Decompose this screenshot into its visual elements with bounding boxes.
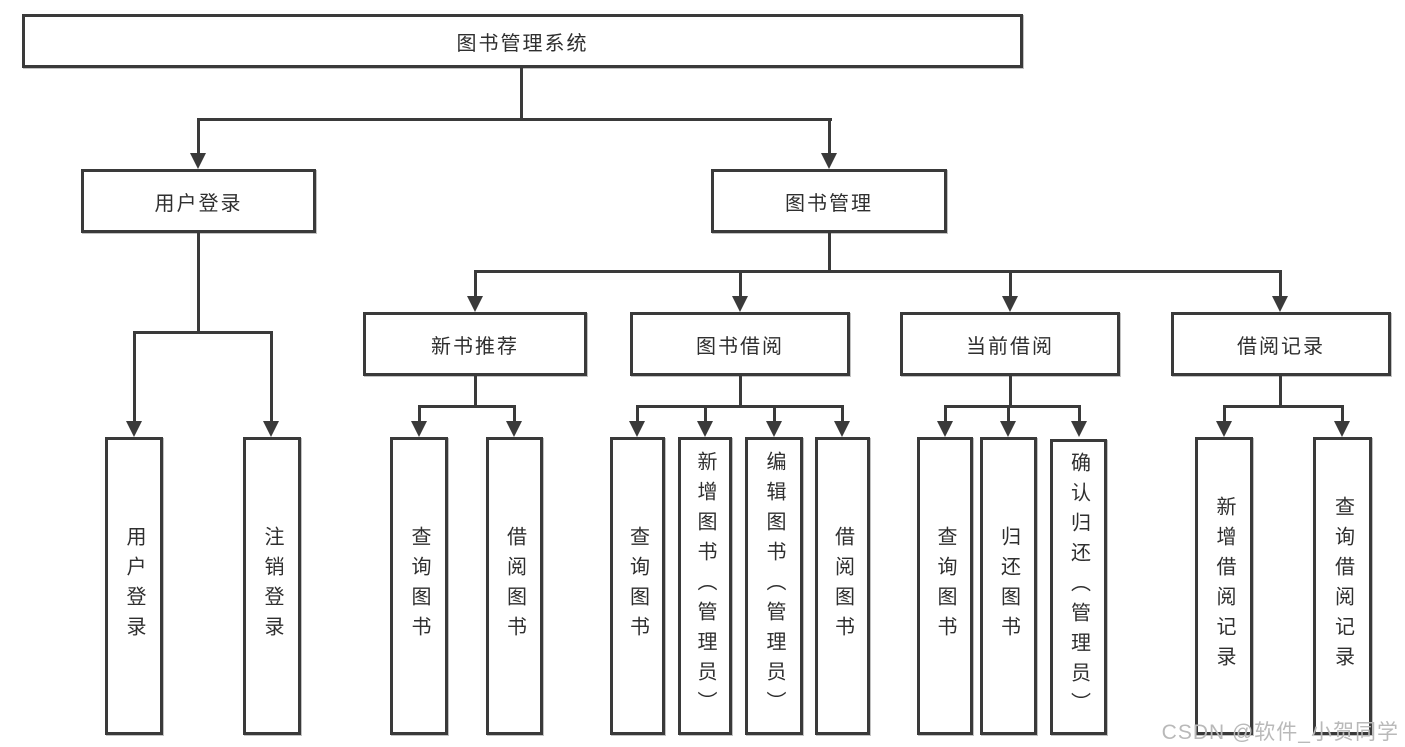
leaf-add-borrow-record-label: 新增借阅记录 (1213, 496, 1235, 676)
connector-line (841, 405, 844, 421)
arrowhead-down-icon (506, 421, 522, 437)
connector-line (739, 270, 742, 297)
node-borrow-record-label: 借阅记录 (1237, 335, 1325, 358)
leaf-user-login: 用户登录 (105, 437, 163, 735)
connector-line (474, 376, 477, 407)
connector-line (1007, 405, 1010, 421)
connector-line (1223, 405, 1226, 421)
connector-line (1341, 405, 1344, 421)
connector-line (944, 405, 1081, 408)
node-new-book-recommend-label: 新书推荐 (431, 335, 519, 358)
connector-line (828, 118, 831, 154)
arrowhead-down-icon (937, 421, 953, 437)
arrowhead-down-icon (1002, 296, 1018, 312)
node-book-borrow-label: 图书借阅 (696, 335, 784, 358)
leaf-borrow-book: 借阅图书 (815, 437, 870, 735)
arrowhead-down-icon (1216, 421, 1232, 437)
node-root: 图书管理系统 (22, 14, 1023, 68)
leaf-return-book: 归还图书 (980, 437, 1037, 735)
leaf-recommend-borrow-book: 借阅图书 (486, 437, 543, 735)
leaf-current-query-book-label: 查询图书 (934, 526, 956, 646)
arrowhead-down-icon (821, 153, 837, 169)
connector-line (636, 405, 639, 421)
connector-line (418, 405, 421, 421)
arrowhead-down-icon (766, 421, 782, 437)
connector-line (773, 405, 776, 421)
connector-line (704, 405, 707, 421)
arrowhead-down-icon (1334, 421, 1350, 437)
node-book-management-label: 图书管理 (785, 192, 873, 215)
leaf-borrow-query-book-label: 查询图书 (626, 526, 649, 646)
connector-line (133, 331, 136, 421)
arrowhead-down-icon (263, 421, 279, 437)
node-user-login: 用户登录 (81, 169, 316, 233)
connector-line (520, 68, 523, 120)
arrowhead-down-icon (467, 296, 483, 312)
node-current-borrow: 当前借阅 (900, 312, 1120, 376)
connector-line (1279, 376, 1282, 407)
arrowhead-down-icon (411, 421, 427, 437)
connector-line (828, 233, 831, 272)
node-borrow-record: 借阅记录 (1171, 312, 1391, 376)
connector-line (1279, 270, 1282, 297)
connector-line (513, 405, 516, 421)
leaf-recommend-borrow-book-label: 借阅图书 (503, 526, 526, 646)
leaf-add-borrow-record: 新增借阅记录 (1195, 437, 1253, 735)
node-user-login-label: 用户登录 (154, 192, 243, 215)
leaf-borrow-query-book: 查询图书 (610, 437, 665, 735)
leaf-query-borrow-record-label: 查询借阅记录 (1331, 496, 1354, 676)
leaf-recommend-query-book: 查询图书 (390, 437, 448, 735)
leaf-edit-book-admin-label: 编辑图书（管理员） (763, 451, 785, 721)
leaf-return-book-label: 归还图书 (997, 526, 1020, 646)
connector-line (474, 270, 477, 297)
connector-line (1223, 405, 1344, 408)
arrowhead-down-icon (834, 421, 850, 437)
node-book-management: 图书管理 (711, 169, 947, 233)
arrowhead-down-icon (732, 296, 748, 312)
leaf-confirm-return-admin-label: 确认归还（管理员） (1067, 452, 1090, 722)
node-book-borrow: 图书借阅 (630, 312, 850, 376)
node-current-borrow-label: 当前借阅 (966, 335, 1054, 358)
arrowhead-down-icon (1000, 421, 1016, 437)
connector-line (197, 118, 200, 154)
leaf-recommend-query-book-label: 查询图书 (408, 526, 430, 646)
leaf-borrow-book-label: 借阅图书 (831, 526, 854, 646)
node-root-label: 图书管理系统 (456, 32, 589, 55)
leaf-logout: 注销登录 (243, 437, 301, 735)
arrowhead-down-icon (697, 421, 713, 437)
connector-line (1078, 405, 1081, 421)
csdn-watermark: CSDN @软件_小贺同学 (1161, 721, 1399, 744)
leaf-add-book-admin-label: 新增图书（管理员） (694, 451, 716, 721)
arrowhead-down-icon (1071, 421, 1087, 437)
connector-line (944, 405, 947, 421)
connector-line (270, 331, 273, 421)
arrowhead-down-icon (190, 153, 206, 169)
connector-line (133, 331, 273, 334)
leaf-confirm-return-admin: 确认归还（管理员） (1050, 439, 1107, 735)
leaf-edit-book-admin: 编辑图书（管理员） (745, 437, 803, 735)
arrowhead-down-icon (126, 421, 142, 437)
connector-line (636, 405, 844, 408)
leaf-user-login-label: 用户登录 (123, 526, 145, 646)
connector-line (1009, 270, 1012, 297)
connector-line (197, 233, 200, 333)
leaf-query-borrow-record: 查询借阅记录 (1313, 437, 1372, 735)
connector-line (418, 405, 516, 408)
connector-line (739, 376, 742, 407)
connector-line (474, 270, 1282, 273)
arrowhead-down-icon (629, 421, 645, 437)
leaf-logout-label: 注销登录 (261, 526, 283, 646)
connector-line (197, 118, 832, 121)
connector-line (1009, 376, 1012, 407)
arrowhead-down-icon (1272, 296, 1288, 312)
node-new-book-recommend: 新书推荐 (363, 312, 587, 376)
leaf-add-book-admin: 新增图书（管理员） (678, 437, 732, 735)
leaf-current-query-book: 查询图书 (917, 437, 973, 735)
